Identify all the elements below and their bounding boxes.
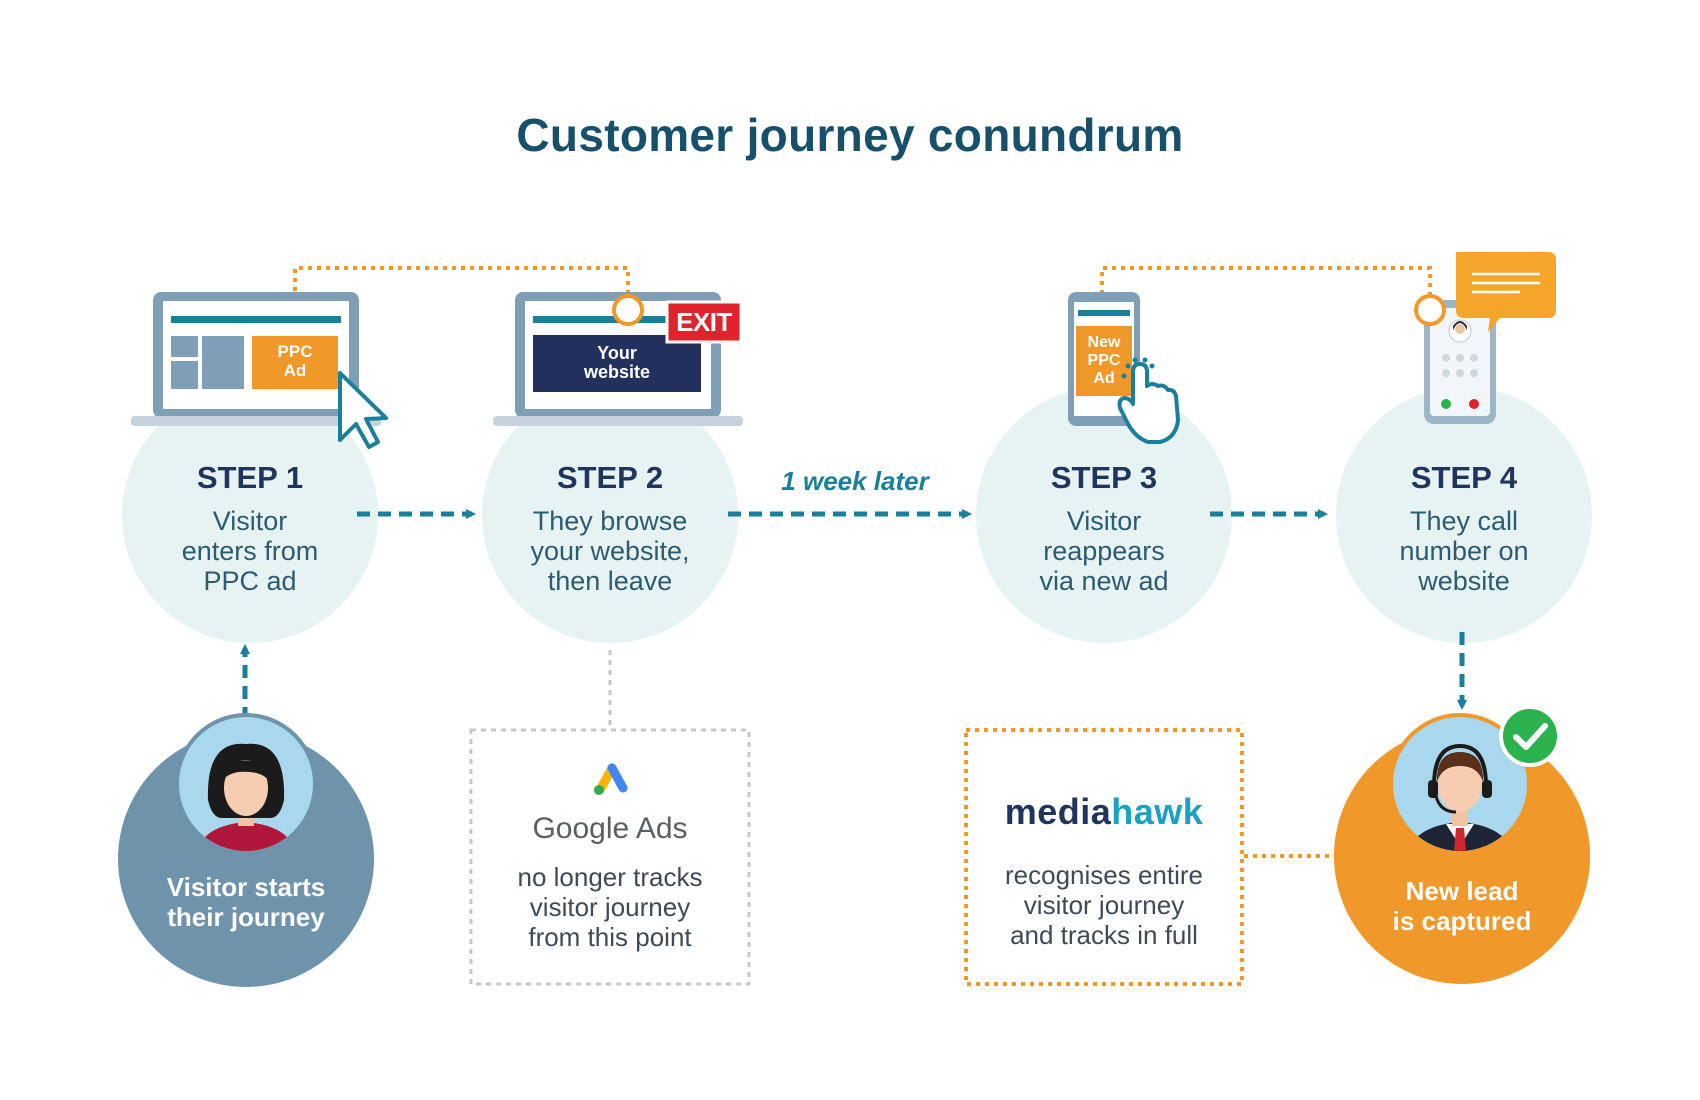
ppc-ad-line-1: PPC [277,342,313,361]
step-1-line-2: enters from [181,536,319,566]
step-2-heading: STEP 2 [556,460,664,495]
ppc-ad-line-2: Ad [283,361,307,380]
mediahawk-box-line-1: recognises entire [1005,860,1203,890]
step-2-line-2: your website, [530,536,690,566]
exit-sign: EXIT [676,307,732,337]
lead-line-1: New lead [1405,876,1519,906]
new-ppc-ad-line-1: New [1087,334,1121,351]
visitor-start-text: Visitor starts their journey [136,872,356,932]
step-4-circle [1336,387,1592,643]
laptop-ppc-icon [131,292,388,449]
step-2-text: They browse your website, then leave [482,506,738,596]
lead-text: New lead is captured [1352,876,1572,936]
mediahawk-brand-part-2: hawk [1111,791,1204,832]
step-1-circle [122,387,378,643]
step-2-line-3: then leave [547,566,673,596]
phone-call-icon [1414,252,1556,424]
mediahawk-brand-part-1: media [1004,791,1112,832]
delay-label: 1 week later [781,466,929,496]
check-icon [1499,705,1561,767]
google-box-line-2: visitor journey [529,892,691,922]
step-3-heading: STEP 3 [1050,460,1158,495]
google-ads-brand: Google Ads [532,812,688,845]
step-2-circle [482,387,738,643]
step-4-line-3: website [1418,566,1510,596]
mediahawk-brand: mediahawk [966,791,1242,833]
step-2-line-1: They browse [532,506,688,536]
laptop-website-icon [493,292,743,426]
google-ads-logo-icon [594,763,628,795]
ppc-ad-label: PPC Ad [252,342,338,380]
page-title: Customer journey conundrum [516,109,1184,161]
lead-line-2: is captured [1392,906,1532,936]
your-website-line-2: website [583,362,651,382]
google-box-line-1: no longer tracks [517,862,703,892]
mediahawk-box-text: recognises entire visitor journey and tr… [966,860,1242,950]
mediahawk-box-line-3: and tracks in full [1010,920,1198,950]
step-3-line-1: Visitor [1066,506,1142,536]
mediahawk-box [964,728,1244,986]
visitor-start-line-1: Visitor starts [166,872,326,902]
step-4-line-2: number on [1399,536,1529,566]
step-4-line-1: They call [1409,506,1519,536]
google-ads-box [469,728,751,986]
mediahawk-box-line-2: visitor journey [1023,890,1185,920]
new-ppc-ad-line-2: PPC [1087,352,1121,369]
phone-ad-icon [1068,292,1180,444]
your-website-line-1: Your [597,343,637,363]
visitor-avatar [175,713,317,855]
agent-avatar [1389,713,1531,855]
step-4-text: They call number on website [1336,506,1592,596]
step-1-text: Visitor enters from PPC ad [122,506,378,596]
step-4-heading: STEP 4 [1410,460,1518,495]
step-1-heading: STEP 1 [196,460,304,495]
new-ppc-ad-label: New PPC Ad [1076,334,1132,388]
visitor-start-line-2: their journey [167,902,325,932]
step-3-line-3: via new ad [1039,566,1169,596]
new-ppc-ad-line-3: Ad [1093,370,1115,387]
your-website-label: Your website [533,344,701,382]
top-connector-2 [1100,266,1432,330]
step-1-line-3: PPC ad [203,566,297,596]
step-3-line-2: reappears [1043,536,1165,566]
google-box-line-3: from this point [528,922,692,952]
google-box-text: no longer tracks visitor journey from th… [471,862,749,952]
step-3-text: Visitor reappears via new ad [976,506,1232,596]
step-3-circle [976,387,1232,643]
step-1-line-1: Visitor [212,506,288,536]
